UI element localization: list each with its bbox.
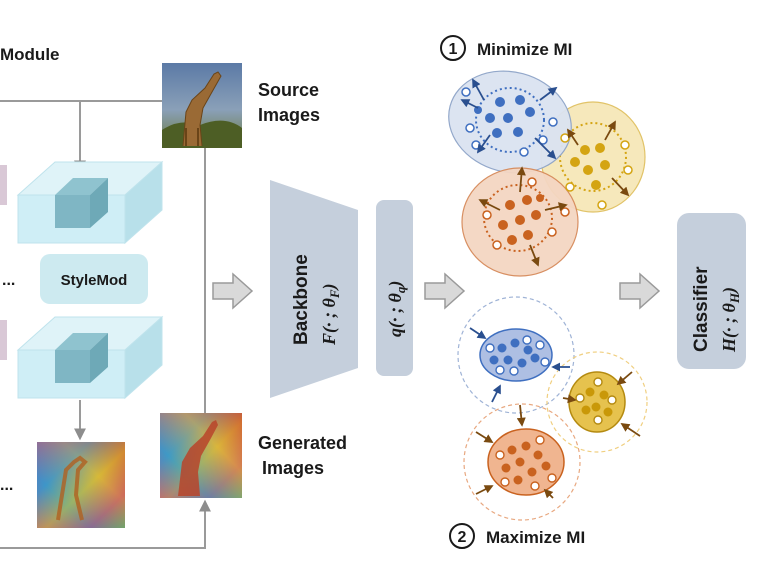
flow-arrow-2: [424, 272, 466, 310]
stylemod-box: StyleMod: [40, 254, 148, 304]
projector-formula: q(· ; θq): [385, 281, 408, 337]
edge-block-bottom: [0, 320, 7, 360]
clusters-maximize: [457, 296, 648, 521]
step1-heading: 1 Minimize MI: [440, 35, 572, 61]
cluster-orange-bottom: [487, 428, 565, 496]
classifier-block: Classifier H(· ; θH): [677, 213, 746, 369]
generated-image: [160, 413, 242, 498]
ellipsis-bottom: ...: [0, 477, 13, 494]
blue-points-top: [474, 95, 535, 138]
backbone-formula: F(· ; θF): [319, 283, 342, 346]
step1-label: Minimize MI: [477, 40, 572, 59]
step2-label: Maximize MI: [486, 528, 585, 547]
ellipsis-middle: ...: [2, 272, 15, 289]
backbone-title: Backbone: [291, 254, 312, 345]
step2-number: 2: [458, 529, 467, 546]
feature-block-top: [16, 160, 164, 245]
clusters-minimize: [448, 70, 646, 277]
flow-arrow-3: [619, 272, 661, 310]
module-title: Module: [0, 45, 60, 64]
step1-number: 1: [449, 41, 458, 58]
flow-arrow-1: [212, 272, 254, 310]
generated-images-label-line1: Generated: [258, 433, 347, 453]
edge-block-top: [0, 165, 7, 205]
backbone-block: Backbone F(· ; θF): [270, 180, 358, 398]
step2-heading: 2 Maximize MI: [449, 523, 585, 549]
generated-images-label-line2: Images: [262, 458, 324, 478]
classifier-title: Classifier: [691, 266, 712, 352]
classifier-formula: H(· ; θH): [719, 287, 742, 353]
projector-block: q(· ; θq): [376, 200, 413, 376]
stylemod-label: StyleMod: [61, 272, 128, 289]
feature-block-bottom: [16, 315, 164, 400]
source-images-label-line1: Source: [258, 80, 319, 100]
source-image: [162, 63, 242, 148]
noise-image: [37, 442, 125, 528]
source-images-label-line2: Images: [258, 105, 320, 125]
